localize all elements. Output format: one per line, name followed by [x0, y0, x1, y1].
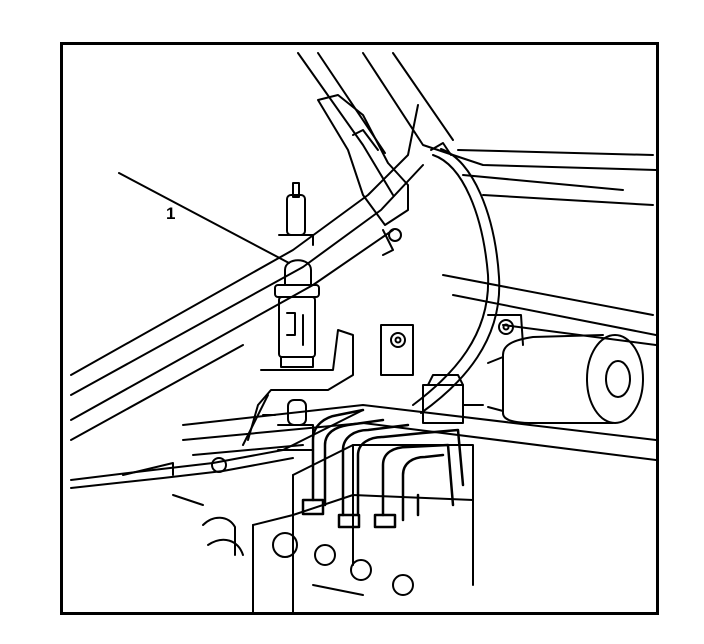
hood-hinge	[317, 94, 409, 256]
lower-left-details	[172, 494, 244, 556]
callout-1-label: 1	[166, 204, 176, 223]
hood-panel	[70, 52, 424, 441]
brake-lines	[301, 408, 465, 529]
connector	[262, 399, 314, 451]
fender-lines	[362, 52, 656, 346]
pump-motor	[487, 334, 644, 424]
callout-1-leader	[118, 172, 290, 264]
engine-bay-line-drawing	[70, 52, 656, 612]
illustration-frame: 1	[60, 42, 659, 615]
hood-stud	[278, 182, 314, 246]
brake-modulator	[252, 444, 474, 612]
mounting-bolts	[380, 314, 524, 376]
latch-bracket	[242, 329, 354, 446]
hood-latch-bumper	[274, 259, 320, 368]
pressure-switch	[422, 374, 484, 424]
